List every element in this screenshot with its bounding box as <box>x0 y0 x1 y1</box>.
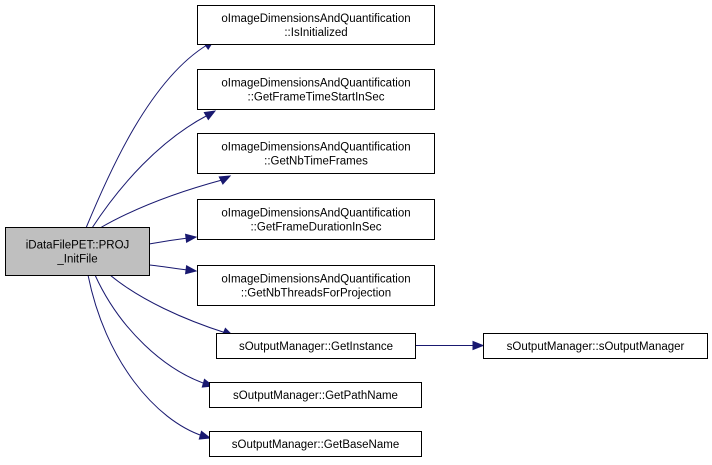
call-edge-n6-n7 <box>415 340 485 351</box>
node-label-line: _InitFile <box>56 254 97 266</box>
node-box <box>216 333 416 359</box>
call-edge-root-n4 <box>148 233 198 245</box>
call-edge-root-n3 <box>99 175 232 229</box>
node-box <box>197 133 435 174</box>
graph-node-n2[interactable]: oImageDimensionsAndQuantification::GetFr… <box>197 69 435 110</box>
node-box <box>197 199 435 240</box>
node-label-line: ::GetNbTimeFrames <box>264 156 368 168</box>
arrowhead-icon <box>184 233 198 244</box>
node-label-line: ::IsInitialized <box>284 27 347 39</box>
node-box <box>209 431 422 457</box>
call-graph-nodes: iDataFilePET::PROJ_InitFileoImageDimensi… <box>5 5 708 457</box>
node-box <box>197 265 435 306</box>
edge-line <box>148 264 189 271</box>
node-label-line: sOutputManager::GetInstance <box>239 341 393 353</box>
node-label-line: sOutputManager::GetPathName <box>233 390 398 402</box>
node-box <box>483 333 708 359</box>
graph-node-n8[interactable]: sOutputManager::GetPathName <box>209 382 422 408</box>
node-label-line: oImageDimensionsAndQuantification <box>221 274 410 286</box>
node-label-line: oImageDimensionsAndQuantification <box>221 208 410 220</box>
node-box <box>209 382 422 408</box>
node-label-line: ::GetFrameTimeStartInSec <box>248 92 385 104</box>
graph-node-n7[interactable]: sOutputManager::sOutputManager <box>483 333 708 359</box>
edge-line <box>99 179 223 229</box>
node-box <box>5 227 150 276</box>
node-box <box>197 5 435 45</box>
arrowhead-icon <box>198 430 212 440</box>
call-edge-root-n5 <box>148 264 198 275</box>
node-label-line: oImageDimensionsAndQuantification <box>221 13 410 25</box>
node-label-line: oImageDimensionsAndQuantification <box>221 142 410 154</box>
graph-node-n3[interactable]: oImageDimensionsAndQuantification::GetNb… <box>197 133 435 174</box>
graph-node-n1[interactable]: oImageDimensionsAndQuantification::IsIni… <box>197 5 435 45</box>
arrowhead-icon <box>184 264 198 275</box>
graph-node-n5[interactable]: oImageDimensionsAndQuantification::GetNb… <box>197 265 435 306</box>
call-edge-root-n1 <box>85 39 216 229</box>
arrowhead-icon <box>203 110 217 121</box>
node-label-line: iDataFilePET::PROJ <box>26 240 130 252</box>
node-label-line: ::GetNbThreadsForProjection <box>241 288 391 300</box>
graph-node-n4[interactable]: oImageDimensionsAndQuantification::GetFr… <box>197 199 435 240</box>
graph-node-n6[interactable]: sOutputManager::GetInstance <box>216 333 416 359</box>
graph-node-n9[interactable]: sOutputManager::GetBaseName <box>209 431 422 457</box>
call-edge-root-n9 <box>87 274 212 440</box>
edge-line <box>91 114 209 229</box>
node-label-line: ::GetFrameDurationInSec <box>250 222 381 234</box>
edge-line <box>87 274 204 437</box>
arrowhead-icon <box>472 340 485 351</box>
edge-line <box>109 274 227 334</box>
edge-line <box>148 237 189 245</box>
call-edge-root-n2 <box>91 110 217 229</box>
graph-node-root[interactable]: iDataFilePET::PROJ_InitFile <box>5 227 150 276</box>
node-box <box>197 69 435 110</box>
edge-line <box>85 44 208 229</box>
node-label-line: sOutputManager::GetBaseName <box>232 439 399 451</box>
node-label-line: oImageDimensionsAndQuantification <box>221 78 410 90</box>
edge-line <box>94 274 207 385</box>
arrowhead-icon <box>218 175 232 185</box>
call-edge-root-n8 <box>94 274 215 388</box>
node-label-line: sOutputManager::sOutputManager <box>507 341 685 353</box>
